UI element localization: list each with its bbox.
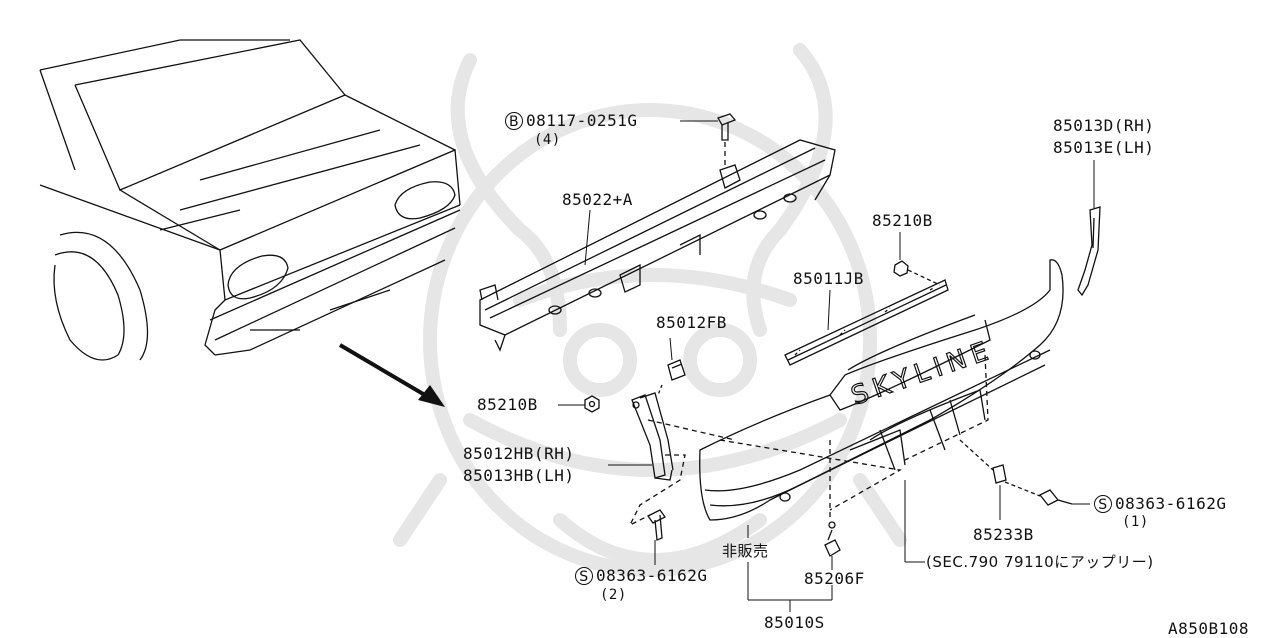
clip-fb-icon [667, 359, 686, 381]
diagram-code: A850B108 [1168, 619, 1250, 638]
direction-arrow [338, 343, 445, 407]
clip-fb-label: 85012FB [656, 313, 727, 332]
screw-left-code: 08363-6162G [596, 566, 708, 585]
bolt-top-code: 08117-0251G [526, 111, 638, 130]
screw-left-icon [647, 509, 666, 541]
clip-f-icon [824, 440, 841, 557]
nut-right-label: 85210B [872, 211, 933, 230]
bumper-reinforcement [479, 139, 836, 352]
screw-right-code: 08363-6162G [1115, 494, 1227, 513]
bolt-top-icon [717, 113, 737, 168]
sec-ref-label: (SEC.790 79110にアップリー) [926, 553, 1154, 571]
clip-f-label: 85206F [804, 569, 865, 588]
bracket-rh-label: 85012HB(RH) [463, 444, 575, 463]
stay-side-rh-label: 85013D(RH) [1053, 116, 1155, 135]
s-circle-icon: S [1094, 495, 1112, 513]
b-circle-icon: B [505, 112, 523, 130]
retainer-label: 85233B [973, 525, 1034, 544]
retainer-icon [959, 439, 1007, 484]
molding-label: 85011JB [793, 269, 864, 288]
car-front-illustration [39, 39, 461, 361]
screw-right-qty: (1) [1122, 514, 1149, 530]
screw-left-qty: (2) [600, 587, 627, 603]
bumper-molding [784, 279, 949, 366]
leader-lines [558, 120, 1095, 612]
nut-left-label: 85210B [477, 395, 538, 414]
nut-left-icon [584, 395, 600, 413]
not-for-sale-label: 非販売 [722, 542, 769, 560]
reinforcement-label: 85022+A [562, 190, 633, 209]
bracket-lh-label: 85013HB(LH) [463, 466, 575, 485]
samurai-crest-watermark [393, 43, 907, 577]
s-circle-icon: S [575, 567, 593, 585]
nut-right-icon [893, 260, 941, 286]
screw-right-icon [1004, 481, 1073, 506]
bolt-top-qty: (4) [534, 132, 561, 148]
stay-side-lh-label: 85013E(LH) [1053, 138, 1155, 157]
bumper-assy-label: 85010S [764, 613, 825, 632]
bracket-icon [628, 384, 736, 527]
side-stay [1077, 206, 1101, 297]
